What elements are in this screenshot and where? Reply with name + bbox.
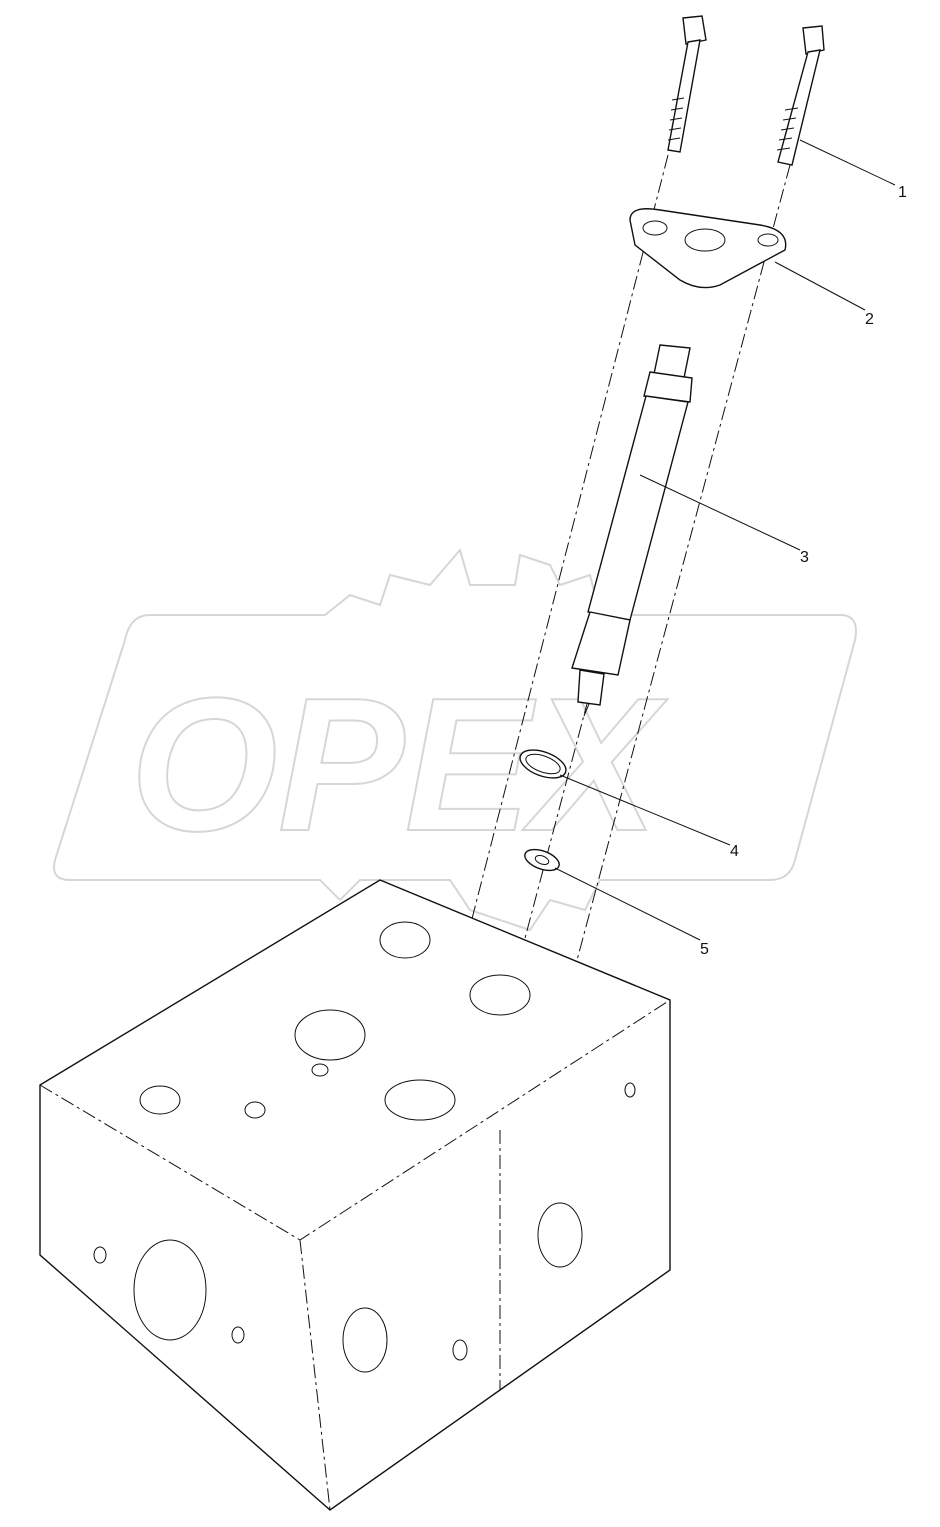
seal-ring-part-4 xyxy=(519,749,567,779)
bolt-axis-line xyxy=(564,164,791,1006)
bolt-part-1b xyxy=(776,25,825,166)
callout-4: 4 xyxy=(730,843,739,860)
callout-5: 5 xyxy=(700,941,709,958)
injector-part-3 xyxy=(571,344,693,717)
bolt-part-1 xyxy=(667,15,707,153)
callout-3: 3 xyxy=(800,549,809,566)
leader-lines xyxy=(554,139,896,941)
washer-part-5 xyxy=(524,848,560,872)
clamp-flange-part-2 xyxy=(629,208,787,289)
cylinder-head xyxy=(39,879,671,1511)
opex-watermark-logo: OPEX xyxy=(53,547,857,932)
callout-2: 2 xyxy=(865,311,874,328)
bolt-axis-line xyxy=(454,154,669,986)
callout-1: 1 xyxy=(898,184,907,201)
